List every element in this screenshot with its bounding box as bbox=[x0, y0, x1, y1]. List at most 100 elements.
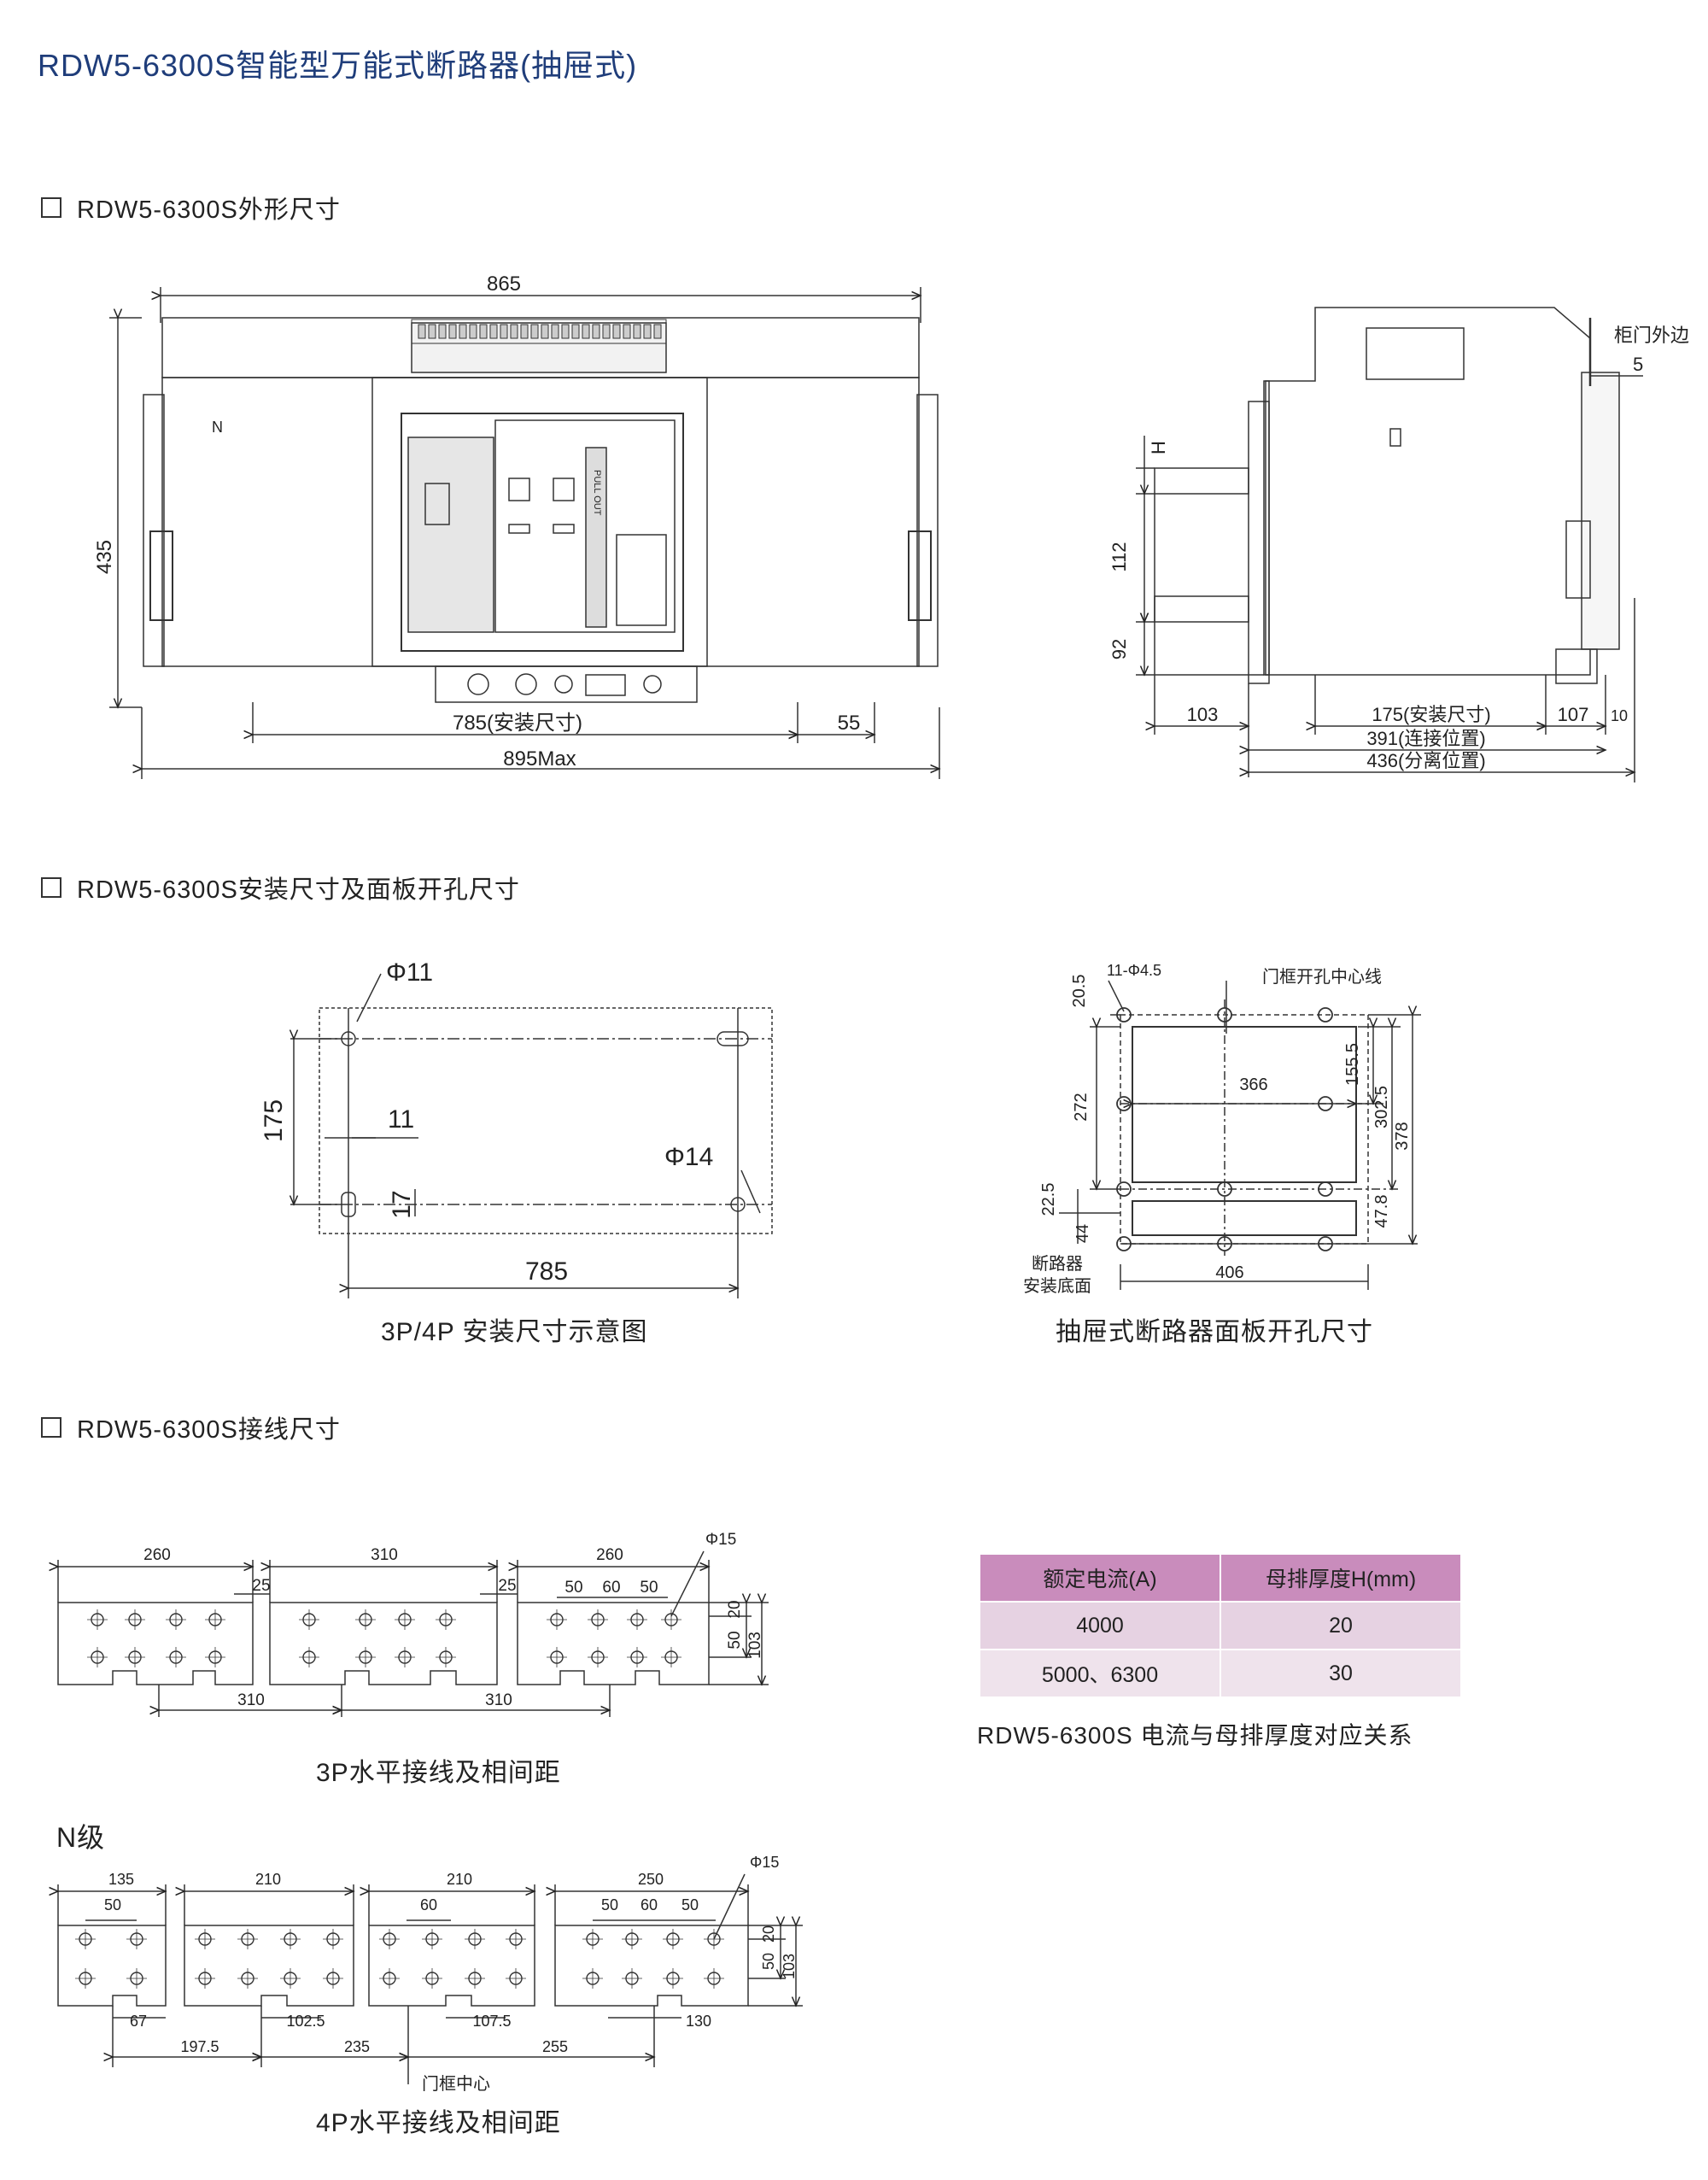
svg-text:柜门外边: 柜门外边 bbox=[1614, 325, 1689, 346]
checkbox-icon bbox=[41, 877, 61, 898]
svg-text:20: 20 bbox=[760, 1925, 777, 1943]
svg-text:11-Φ4.5: 11-Φ4.5 bbox=[1107, 962, 1161, 979]
svg-text:250: 250 bbox=[638, 1871, 664, 1888]
front-view bbox=[109, 287, 939, 779]
svg-text:785(安装尺寸): 785(安装尺寸) bbox=[453, 712, 582, 735]
wiring-4p bbox=[58, 1873, 803, 2084]
svg-text:5: 5 bbox=[1633, 354, 1643, 375]
cutout-hole bbox=[1116, 1007, 1132, 1023]
cutout-hole bbox=[1318, 1007, 1333, 1023]
svg-text:107.5: 107.5 bbox=[472, 2013, 511, 2030]
section-mounting: RDW5-6300S安装尺寸及面板开孔尺寸 bbox=[41, 870, 520, 905]
svg-text:175: 175 bbox=[260, 1099, 288, 1142]
svg-text:50: 50 bbox=[640, 1579, 658, 1597]
svg-text:60: 60 bbox=[420, 1896, 437, 1913]
cutout-hole bbox=[1116, 1096, 1132, 1111]
svg-text:107: 107 bbox=[1558, 704, 1589, 725]
side-view bbox=[1136, 307, 1643, 782]
cutout-hole bbox=[1318, 1236, 1333, 1251]
cutout-labels: 11-Φ4.5 门框开孔中心线 20.5 366 155.5 272 302.5… bbox=[1023, 962, 1412, 1296]
terminal-pin bbox=[448, 324, 457, 339]
svg-text:47.8: 47.8 bbox=[1372, 1195, 1391, 1228]
cutout-hole bbox=[1116, 1236, 1132, 1251]
svg-text:197.5: 197.5 bbox=[180, 2038, 219, 2055]
terminal-pin bbox=[459, 324, 467, 339]
terminal-pin bbox=[602, 324, 611, 339]
svg-text:H: H bbox=[1148, 441, 1169, 454]
front-view-labels: 865 N 435 785(安装尺寸) 55 895Max PULL OUT bbox=[93, 272, 860, 771]
svg-text:60: 60 bbox=[602, 1579, 620, 1597]
side-view-labels: 柜门外边 5 H 112 92 103 175(安装尺寸) 107 10 391… bbox=[1108, 325, 1689, 771]
terminal-pin bbox=[500, 324, 508, 339]
svg-text:130: 130 bbox=[686, 2013, 711, 2030]
svg-text:92: 92 bbox=[1108, 639, 1130, 659]
svg-text:50: 50 bbox=[104, 1896, 121, 1913]
svg-text:Φ14: Φ14 bbox=[664, 1143, 713, 1171]
terminal-pin bbox=[541, 324, 549, 339]
wiring-3p bbox=[58, 1550, 769, 1717]
svg-text:20.5: 20.5 bbox=[1070, 975, 1089, 1008]
svg-text:25: 25 bbox=[252, 1577, 270, 1595]
svg-text:435: 435 bbox=[93, 540, 116, 574]
svg-text:406: 406 bbox=[1215, 1263, 1243, 1282]
table-header-thickness: 母排厚度H(mm) bbox=[1220, 1553, 1462, 1603]
cutout-hole bbox=[1217, 1236, 1232, 1251]
caption-busbar-table: RDW5-6300S 电流与母排厚度对应关系 bbox=[977, 1722, 1413, 1749]
svg-text:门框中心: 门框中心 bbox=[422, 2074, 490, 2094]
svg-text:20: 20 bbox=[726, 1600, 744, 1618]
section-wiring: RDW5-6300S接线尺寸 bbox=[41, 1409, 341, 1445]
svg-text:260: 260 bbox=[596, 1546, 623, 1564]
terminal-pin bbox=[561, 324, 570, 339]
svg-text:50: 50 bbox=[726, 1631, 744, 1649]
svg-text:135: 135 bbox=[108, 1871, 134, 1888]
checkbox-icon bbox=[41, 197, 61, 218]
terminal-pin bbox=[643, 324, 652, 339]
svg-text:272: 272 bbox=[1072, 1093, 1091, 1121]
caption-4p: 4P水平接线及相间距 bbox=[316, 2109, 561, 2137]
terminal-pin bbox=[592, 324, 600, 339]
svg-text:60: 60 bbox=[640, 1896, 658, 1913]
svg-text:112: 112 bbox=[1108, 542, 1130, 571]
svg-text:10: 10 bbox=[1611, 707, 1628, 724]
svg-text:391(连接位置): 391(连接位置) bbox=[1366, 728, 1485, 749]
terminal-pin bbox=[582, 324, 590, 339]
section-outline: RDW5-6300S外形尺寸 bbox=[41, 190, 341, 226]
terminal-pin bbox=[479, 324, 488, 339]
n-pole-label: N级 bbox=[56, 1822, 106, 1853]
svg-text:260: 260 bbox=[143, 1546, 171, 1564]
table-cell: 4000 bbox=[979, 1601, 1221, 1650]
svg-text:210: 210 bbox=[255, 1871, 281, 1888]
svg-text:255: 255 bbox=[542, 2038, 568, 2055]
svg-text:44: 44 bbox=[1073, 1224, 1092, 1243]
terminal-block-row bbox=[418, 324, 662, 339]
terminal-pin bbox=[551, 324, 559, 339]
svg-text:50: 50 bbox=[564, 1579, 582, 1597]
svg-text:310: 310 bbox=[371, 1546, 398, 1564]
svg-text:22.5: 22.5 bbox=[1039, 1183, 1058, 1216]
terminal-pin bbox=[510, 324, 518, 339]
svg-text:103: 103 bbox=[746, 1632, 764, 1659]
svg-text:310: 310 bbox=[485, 1691, 512, 1709]
svg-text:155.5: 155.5 bbox=[1343, 1043, 1362, 1086]
svg-text:断路器: 断路器 bbox=[1032, 1254, 1083, 1274]
svg-text:102.5: 102.5 bbox=[286, 2013, 325, 2030]
terminal-pin bbox=[469, 324, 477, 339]
terminal-pin bbox=[418, 324, 426, 339]
svg-text:Φ15: Φ15 bbox=[705, 1531, 736, 1549]
svg-text:N: N bbox=[212, 419, 223, 436]
svg-text:门框开孔中心线: 门框开孔中心线 bbox=[1262, 967, 1382, 987]
terminal-pin bbox=[633, 324, 641, 339]
svg-text:103: 103 bbox=[1187, 704, 1219, 725]
svg-text:50: 50 bbox=[760, 1953, 777, 1970]
busbar-table: 额定电流(A) 母排厚度H(mm) 4000 20 5000、6300 30 bbox=[979, 1553, 1462, 1698]
svg-text:安装底面: 安装底面 bbox=[1023, 1276, 1091, 1296]
mounting-labels: Φ11 175 11 Φ14 17 785 bbox=[260, 958, 713, 1286]
svg-text:50: 50 bbox=[681, 1896, 699, 1913]
terminal-pin bbox=[623, 324, 631, 339]
terminal-pin bbox=[612, 324, 621, 339]
page-title: RDW5-6300S智能型万能式断路器(抽屉式) bbox=[38, 48, 638, 83]
svg-text:17: 17 bbox=[388, 1190, 416, 1218]
svg-text:175(安装尺寸): 175(安装尺寸) bbox=[1372, 704, 1490, 725]
svg-text:PULL OUT: PULL OUT bbox=[592, 470, 602, 516]
